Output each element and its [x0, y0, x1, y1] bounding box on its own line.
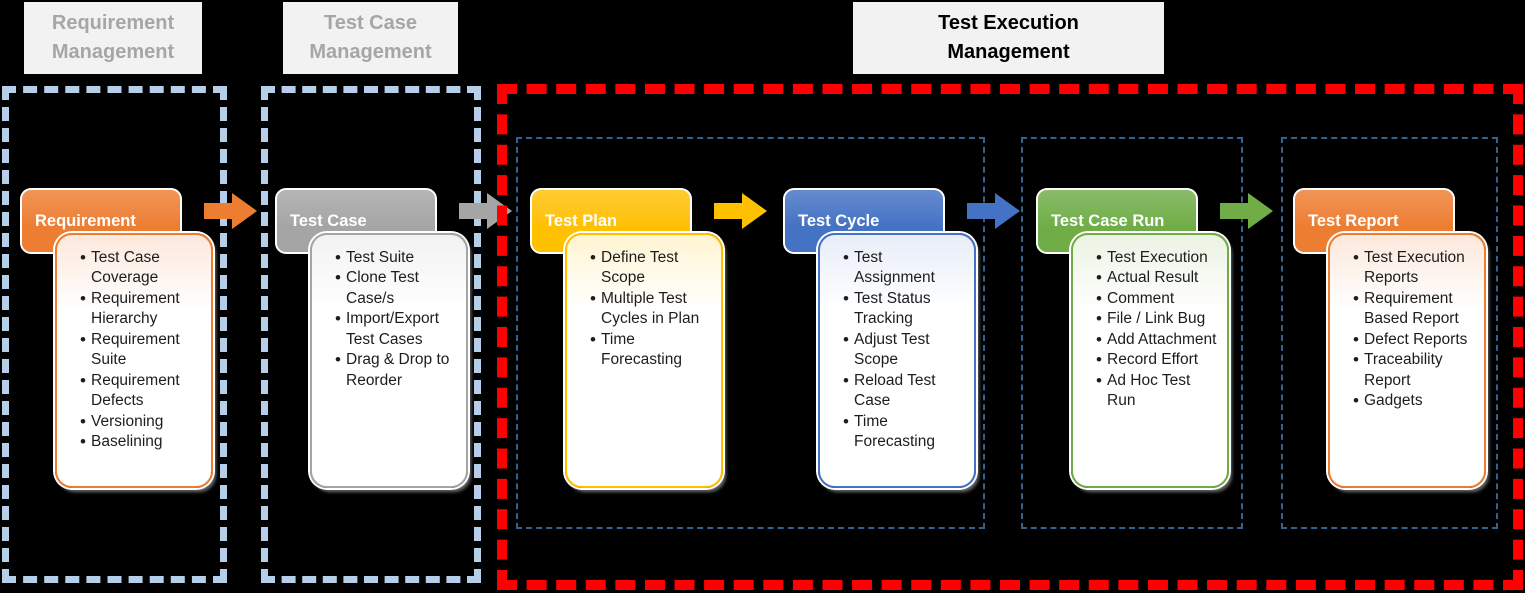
stage-feature-list: Test AssignmentTest Status TrackingAdjus… — [820, 235, 974, 459]
list-item: Comment — [1096, 288, 1219, 311]
stage-title: Test Report — [1308, 211, 1399, 230]
test-execution-management-region-border — [497, 84, 1523, 590]
list-item: Define Test Scope — [590, 247, 713, 289]
stage-body-test-case: Test SuiteClone Test Case/sImport/Export… — [310, 233, 468, 488]
stage-feature-list: Test Execution ReportsRequirement Based … — [1330, 235, 1484, 418]
section-label-text: Test Case Management — [309, 12, 432, 63]
section-label-requirement-management: Requirement Management — [24, 2, 202, 74]
stage-test-plan: Test Plan Define Test ScopeMultiple Test… — [532, 190, 792, 490]
stage-body-test-case-run: Test ExecutionActual ResultCommentFile /… — [1071, 233, 1229, 488]
stage-title: Test Cycle — [798, 211, 880, 230]
stage-title: Test Case — [290, 211, 367, 230]
stage-feature-list: Test Case CoverageRequirement HierarchyR… — [57, 235, 211, 459]
stage-test-case: Test Case Test SuiteClone Test Case/sImp… — [277, 190, 537, 490]
test-plan-cycle-subregion-border — [516, 137, 985, 529]
list-item: Multiple Test Cycles in Plan — [590, 288, 713, 330]
stage-title: Test Plan — [545, 211, 618, 230]
flow-arrow-icon — [967, 193, 1020, 229]
list-item: Clone Test Case/s — [335, 267, 458, 309]
stage-body-test-cycle: Test AssignmentTest Status TrackingAdjus… — [818, 233, 976, 488]
list-item: Test Case Coverage — [80, 247, 203, 289]
stage-body-test-plan: Define Test ScopeMultiple Test Cycles in… — [565, 233, 723, 488]
section-label-text: Requirement Management — [51, 12, 175, 63]
flow-arrow-icon — [714, 193, 767, 229]
list-item: Test Execution — [1096, 247, 1219, 270]
list-item: Requirement Hierarchy — [80, 288, 203, 330]
section-label-text: Test Execution Management — [938, 12, 1079, 63]
list-item: Import/Export Test Cases — [335, 308, 458, 350]
list-item: Traceability Report — [1353, 349, 1476, 391]
list-item: Actual Result — [1096, 267, 1219, 290]
stage-body-test-report: Test Execution ReportsRequirement Based … — [1328, 233, 1486, 488]
list-item: Ad Hoc Test Run — [1096, 370, 1219, 412]
list-item: Baselining — [80, 431, 203, 454]
list-item: Adjust Test Scope — [843, 329, 966, 371]
stage-title: Requirement — [35, 211, 136, 230]
list-item: File / Link Bug — [1096, 308, 1219, 331]
stage-body-requirement: Test Case CoverageRequirement HierarchyR… — [55, 233, 213, 488]
list-item: Add Attachment — [1096, 329, 1219, 352]
stage-feature-list: Define Test ScopeMultiple Test Cycles in… — [567, 235, 721, 377]
list-item: Requirement Defects — [80, 370, 203, 412]
list-item: Drag & Drop to Reorder — [335, 349, 458, 391]
stage-test-cycle: Test Cycle Test AssignmentTest Status Tr… — [785, 190, 1045, 490]
list-item: Record Effort — [1096, 349, 1219, 372]
requirement-management-region-border — [2, 86, 227, 583]
stage-feature-list: Test ExecutionActual ResultCommentFile /… — [1073, 235, 1227, 418]
stage-title: Test Case Run — [1051, 211, 1165, 230]
test-case-management-region-border — [261, 86, 481, 583]
list-item: Versioning — [80, 411, 203, 434]
list-item: Time Forecasting — [843, 411, 966, 453]
list-item: Test Assignment — [843, 247, 966, 289]
list-item: Test Status Tracking — [843, 288, 966, 330]
flow-arrow-icon — [1220, 193, 1273, 229]
list-item: Defect Reports — [1353, 329, 1476, 352]
list-item: Requirement Based Report — [1353, 288, 1476, 330]
list-item: Requirement Suite — [80, 329, 203, 371]
test-report-subregion-border — [1281, 137, 1498, 529]
list-item: Test Suite — [335, 247, 458, 270]
test-case-run-subregion-border — [1021, 137, 1243, 529]
list-item: Test Execution Reports — [1353, 247, 1476, 289]
stage-requirement: Requirement Test Case CoverageRequiremen… — [22, 190, 282, 490]
list-item: Reload Test Case — [843, 370, 966, 412]
section-label-test-execution-management: Test Execution Management — [853, 2, 1164, 74]
stage-test-case-run: Test Case Run Test ExecutionActual Resul… — [1038, 190, 1298, 490]
stage-test-report: Test Report Test Execution ReportsRequir… — [1295, 190, 1525, 490]
flow-arrow-icon — [204, 193, 257, 229]
list-item: Time Forecasting — [590, 329, 713, 371]
list-item: Gadgets — [1353, 390, 1476, 413]
stage-feature-list: Test SuiteClone Test Case/sImport/Export… — [312, 235, 466, 397]
section-label-test-case-management: Test Case Management — [283, 2, 458, 74]
